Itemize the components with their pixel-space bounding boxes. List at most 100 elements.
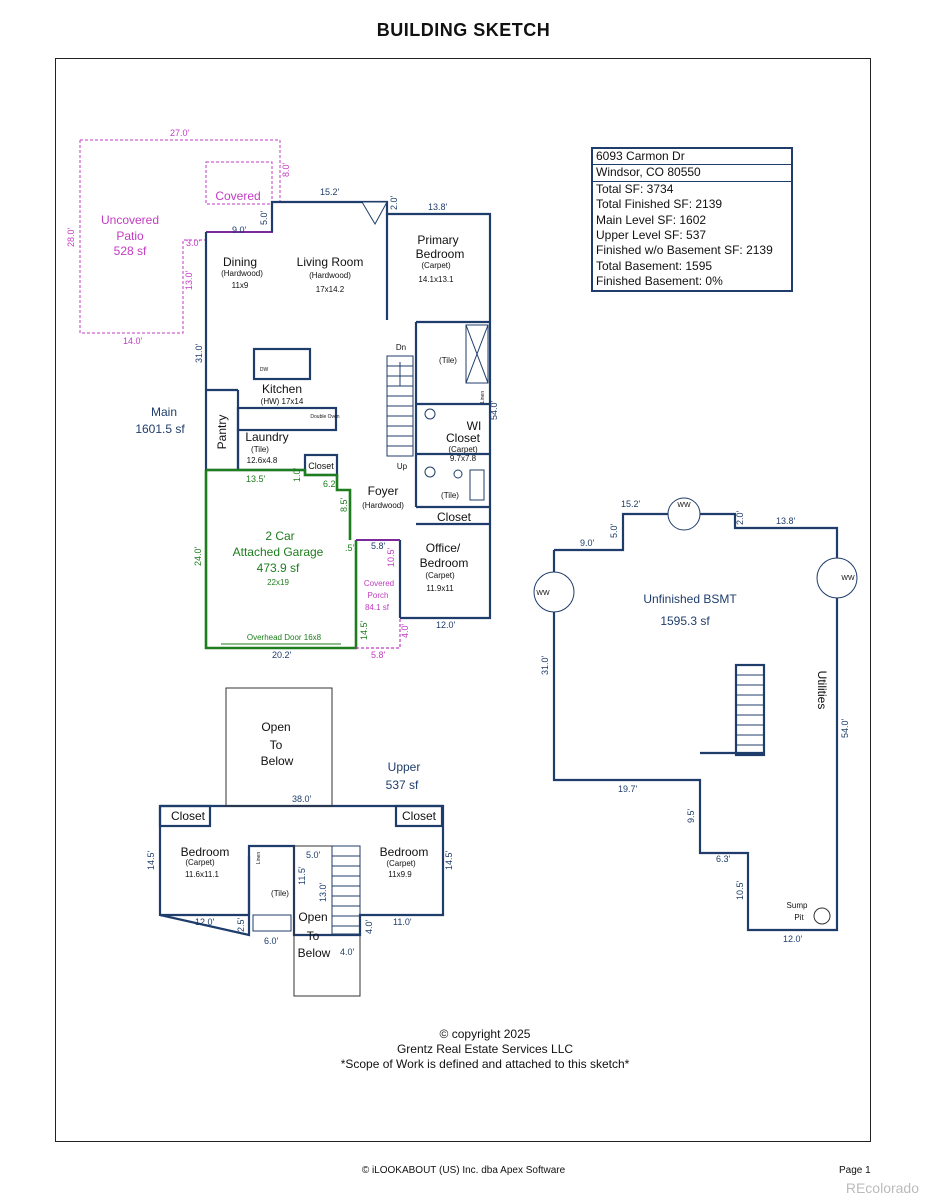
dim-label: 5.0' xyxy=(259,210,269,225)
room-office: Office/ xyxy=(426,541,461,555)
window-well-right-icon xyxy=(816,557,858,599)
dim-label: 5.0' xyxy=(306,850,321,860)
dim-label: 2.5' xyxy=(236,917,246,932)
upper-level-sf: Upper Level SF: 537 xyxy=(596,228,707,243)
patio-label: Patio xyxy=(116,229,144,243)
room-wi-closet: WI xyxy=(467,419,482,433)
room-size: 9.7x7.8 xyxy=(450,454,477,463)
open-to-below-label: To xyxy=(270,738,283,752)
open-to-below-label: Below xyxy=(298,946,331,960)
dim-label: 9.0' xyxy=(232,225,247,235)
room-primary: Primary xyxy=(417,233,458,247)
patio-area: 528 sf xyxy=(114,244,147,258)
room-floor: (Hardwood) xyxy=(362,501,404,510)
open-to-below-label: Below xyxy=(261,754,294,768)
dim-label: 54.0' xyxy=(489,400,499,420)
total-finished-sf: Total Finished SF: 2139 xyxy=(596,197,723,212)
room-floor: (Tile) xyxy=(251,445,269,454)
room-closet: Closet xyxy=(437,510,472,524)
room-size: 11x9.9 xyxy=(388,870,412,879)
window-well-label: WW xyxy=(536,590,550,597)
dim-label: 14.0' xyxy=(123,336,143,346)
stairs-up-label: Up xyxy=(397,462,408,471)
dim-label: 10.5' xyxy=(735,880,745,900)
room-pantry: Pantry xyxy=(215,415,229,450)
garage-label: 2 Car xyxy=(265,529,294,543)
dim-label: 20.2' xyxy=(272,650,292,660)
room-laundry: Laundry xyxy=(245,430,288,444)
overhead-door-label: Overhead Door 16x8 xyxy=(247,633,322,642)
dim-label: 28.0' xyxy=(66,227,76,247)
dim-label: 14.5' xyxy=(146,850,156,870)
upper-level-label: Upper xyxy=(388,760,421,774)
dim-label: 13.0' xyxy=(318,882,328,902)
dim-label: 6.3' xyxy=(716,854,731,864)
dim-label: 5.8' xyxy=(371,650,386,660)
total-sf: Total SF: 3734 xyxy=(596,181,674,196)
garage-area: 473.9 sf xyxy=(257,561,300,575)
dim-label: 8.5' xyxy=(339,497,349,512)
upper-stairs xyxy=(252,845,361,935)
room-wi-closet: Closet xyxy=(446,431,481,445)
main-level-area: 1601.5 sf xyxy=(135,422,185,436)
dim-label: 24.0' xyxy=(193,546,203,566)
toilet-icon xyxy=(453,469,463,479)
dim-label: 6.0' xyxy=(264,936,279,946)
uncovered-patio xyxy=(79,139,281,334)
property-summary-box: 6093 Carmon Dr Windsor, CO 80550 Total S… xyxy=(591,147,793,292)
covered-label: Covered xyxy=(215,189,260,203)
address-line2: Windsor, CO 80550 xyxy=(593,165,791,182)
window-well-top-icon xyxy=(667,497,701,531)
dim-label: 14.5' xyxy=(359,620,369,640)
dim-label: 4.0' xyxy=(340,947,355,957)
dim-label: 6.2' xyxy=(323,479,338,489)
room-floor: (Tile) xyxy=(441,491,459,500)
window-well-left-icon xyxy=(533,571,575,613)
footer-brand-watermark: REcolorado xyxy=(845,1180,919,1196)
room-floor: (Carpet) xyxy=(448,445,478,454)
room-kitchen: Kitchen xyxy=(262,382,302,396)
dim-label: 5.8' xyxy=(371,541,386,551)
dim-label: 9.5' xyxy=(686,808,696,823)
sump-label: Pit xyxy=(794,913,804,922)
dim-label: 9.0' xyxy=(580,538,595,548)
main-stairs xyxy=(386,355,414,457)
address-line1: 6093 Carmon Dr xyxy=(593,149,791,166)
room-floor: (Tile) xyxy=(439,356,457,365)
porch-label: Porch xyxy=(368,591,389,600)
dim-label: 1.0' xyxy=(292,467,302,482)
room-dining: Dining xyxy=(223,255,257,269)
upper-level-area: 537 sf xyxy=(386,778,419,792)
dim-label: 31.0' xyxy=(194,343,204,363)
scope-note: *Scope of Work is defined and attached t… xyxy=(340,1057,630,1071)
stairs-dn-label: Dn xyxy=(396,343,406,352)
room-size: 14.1x13.1 xyxy=(418,275,454,284)
room-floor: (Carpet) xyxy=(386,859,416,868)
dim-label: 15.2' xyxy=(320,187,340,197)
sink-icon xyxy=(424,466,436,478)
copyright-block: © copyright 2025 Grentz Real Estate Serv… xyxy=(280,1027,690,1072)
room-bedroom: Bedroom xyxy=(380,845,429,859)
garage-walls xyxy=(204,468,358,650)
footer-software: © iLOOKABOUT (US) Inc. dba Apex Software xyxy=(361,1165,566,1176)
room-floor: (Carpet) xyxy=(421,261,451,270)
dim-label: 3.0' xyxy=(186,238,201,248)
window-well-label: WW xyxy=(677,502,691,509)
garage-label: Attached Garage xyxy=(233,545,324,559)
shower-icon xyxy=(465,324,489,501)
dim-label: 11.0' xyxy=(393,917,412,927)
dim-label: 13.0' xyxy=(184,270,194,290)
dim-label: .5' xyxy=(345,543,355,553)
room-size: 12.6x4.8 xyxy=(247,456,278,465)
linen-label: Linen xyxy=(480,391,486,403)
room-floor: (Tile) xyxy=(271,889,289,898)
room-size: 11.9x11 xyxy=(426,584,454,593)
fireplace-icon xyxy=(361,201,388,226)
room-floor: (Hardwood) xyxy=(309,271,351,280)
main-level-sf: Main Level SF: 1602 xyxy=(596,212,707,227)
patio-label: Uncovered xyxy=(101,213,159,227)
sketch-frame xyxy=(55,58,871,1142)
garage-size: 22x19 xyxy=(267,578,289,587)
dim-label: 13.8' xyxy=(428,202,448,212)
